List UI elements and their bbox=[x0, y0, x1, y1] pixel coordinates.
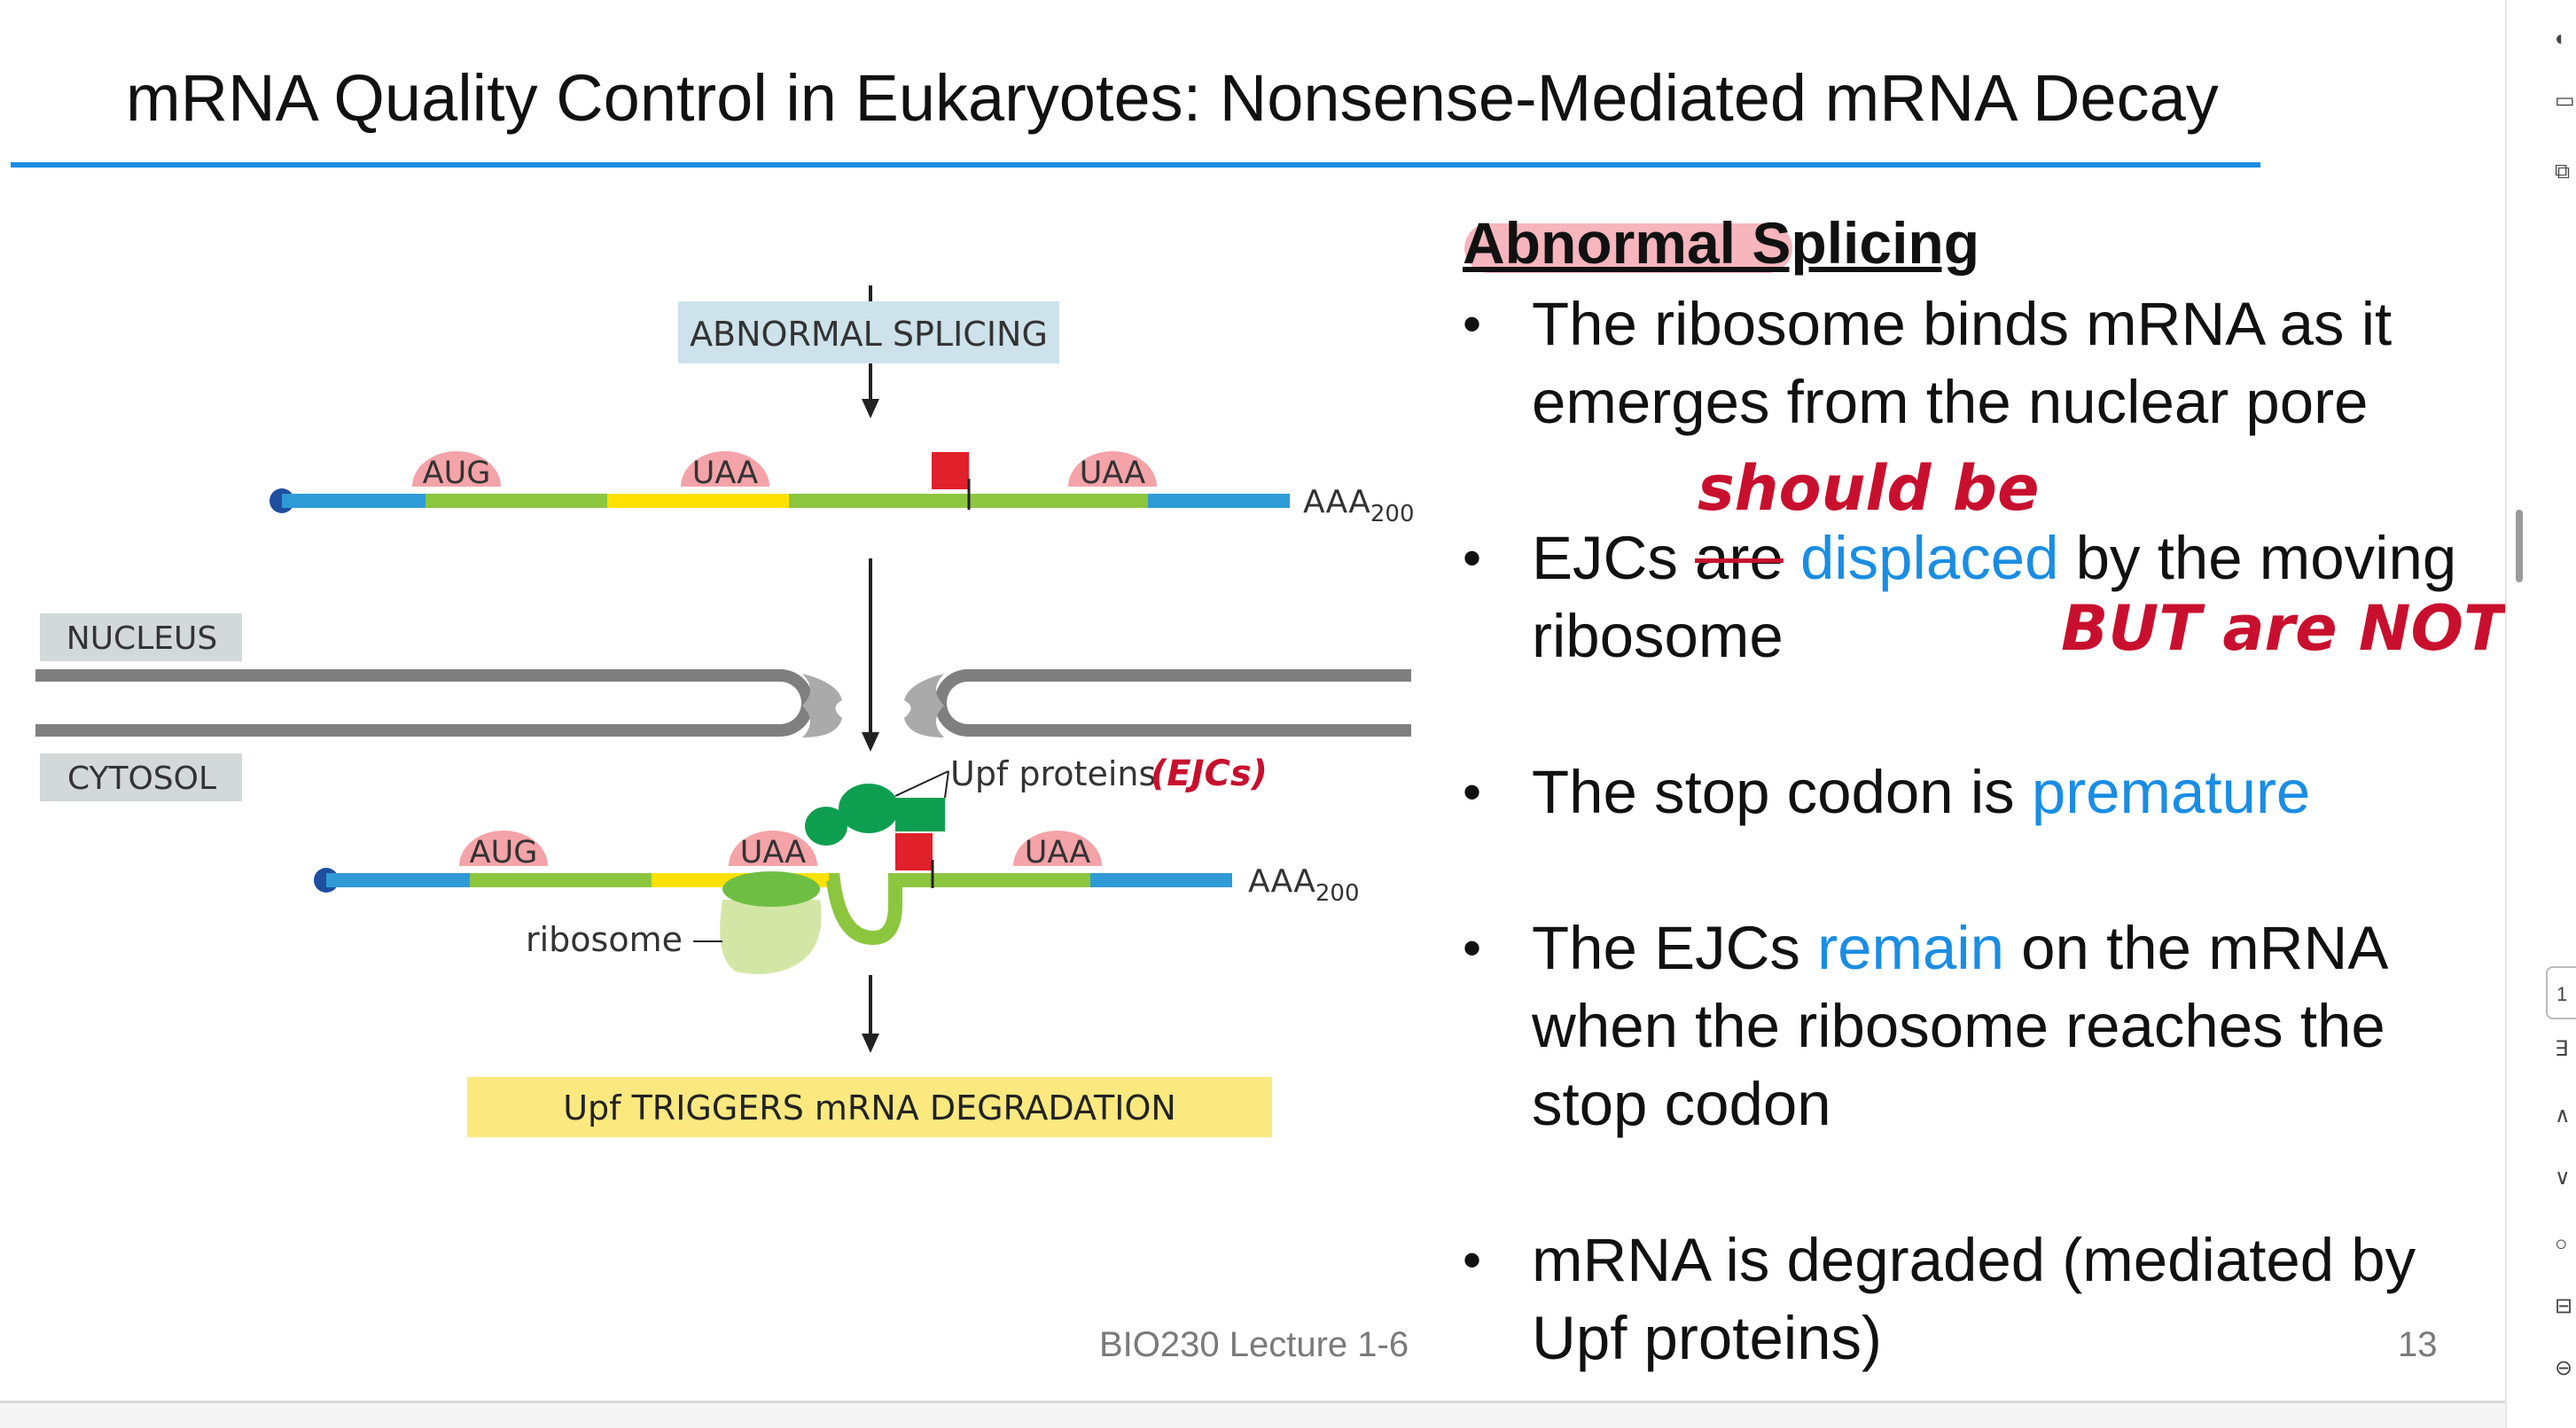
handwriting-but-are-not: BUT are NOT bbox=[2061, 592, 2506, 665]
nuclear-pore-right bbox=[904, 674, 944, 737]
search-icon[interactable]: ○ bbox=[2555, 1232, 2568, 1256]
bookmark-icon[interactable]: ▭ bbox=[2555, 89, 2575, 113]
handwriting-should-be: should be bbox=[1698, 452, 2040, 525]
title-underline bbox=[11, 162, 2260, 168]
viewer-sidebar bbox=[2505, 0, 2576, 1428]
export-icon[interactable]: ⊟ bbox=[2555, 1294, 2573, 1318]
codon-lower-1: AUG bbox=[470, 835, 538, 870]
nucleus-label: NUCLEUS bbox=[66, 620, 217, 657]
polya-upper: AAA200 bbox=[1303, 484, 1415, 527]
cytosol-label: CYTOSOL bbox=[67, 761, 216, 797]
footer-lecture: BIO230 Lecture 1-6 bbox=[1099, 1325, 1409, 1364]
codon-upper-1: AUG bbox=[423, 456, 491, 491]
upf-blob-2 bbox=[805, 807, 847, 846]
palette-icon[interactable]: ◐ bbox=[2555, 27, 2568, 51]
nmd-diagram: ABNORMAL SPLICING AUG UAA UAA AAA200 NUC… bbox=[35, 285, 1415, 1137]
codon-lower-2: UAA bbox=[740, 835, 807, 870]
upf-blob-1 bbox=[839, 784, 899, 833]
ribosome-label: ribosome bbox=[526, 920, 683, 959]
upf-square bbox=[895, 798, 945, 831]
section-heading: Abnormal Splicing bbox=[1463, 210, 1980, 276]
nuclear-membrane-left bbox=[35, 669, 814, 737]
slide-title: mRNA Quality Control in Eukaryotes: Nons… bbox=[126, 61, 2219, 135]
ribosome-large bbox=[722, 871, 820, 907]
upf-handwritten: (EJCs) bbox=[1151, 753, 1268, 794]
nucleus-box bbox=[40, 613, 242, 661]
scrollbar-thumb[interactable] bbox=[2516, 510, 2523, 582]
nuclear-membrane-right bbox=[934, 669, 1411, 737]
chevron-down-icon[interactable]: ∨ bbox=[2555, 1166, 2571, 1190]
nuclear-pore-left bbox=[802, 674, 842, 737]
next-slide-strip bbox=[0, 1403, 2505, 1428]
polya-lower: AAA200 bbox=[1248, 863, 1360, 907]
slide: mRNA Quality Control in Eukaryotes: Nons… bbox=[11, 61, 2506, 1372]
codon-upper-2: UAA bbox=[692, 456, 759, 491]
copy-icon[interactable]: ⧉ bbox=[2555, 160, 2571, 183]
ribosome-small bbox=[720, 900, 822, 974]
page-number: 13 bbox=[2398, 1325, 2438, 1364]
struck-word: are bbox=[1695, 524, 1784, 592]
mrna-loop bbox=[826, 873, 1090, 946]
abnormal-splicing-box bbox=[678, 301, 1059, 363]
degradation-box bbox=[467, 1077, 1272, 1137]
degradation-label: Upf TRIGGERS mRNA DEGRADATION bbox=[563, 1089, 1176, 1128]
zoom-icon[interactable]: ∃ bbox=[2555, 1037, 2569, 1061]
cytosol-box bbox=[40, 753, 242, 801]
ejc-lower bbox=[895, 833, 933, 870]
abnormal-splicing-label: ABNORMAL SPLICING bbox=[690, 315, 1048, 354]
codon-lower-3: UAA bbox=[1025, 835, 1091, 870]
slide-bottom-border bbox=[0, 1401, 2505, 1403]
settings-icon[interactable]: ⊖ bbox=[2555, 1356, 2573, 1380]
ejc-upper bbox=[932, 452, 969, 489]
page-indicator[interactable]: 1 bbox=[2546, 966, 2576, 1019]
upf-label: Upf proteins bbox=[950, 754, 1156, 793]
codon-upper-3: UAA bbox=[1080, 456, 1146, 491]
pink-highlight bbox=[1464, 223, 1792, 273]
chevron-up-icon[interactable]: ∧ bbox=[2555, 1104, 2571, 1128]
